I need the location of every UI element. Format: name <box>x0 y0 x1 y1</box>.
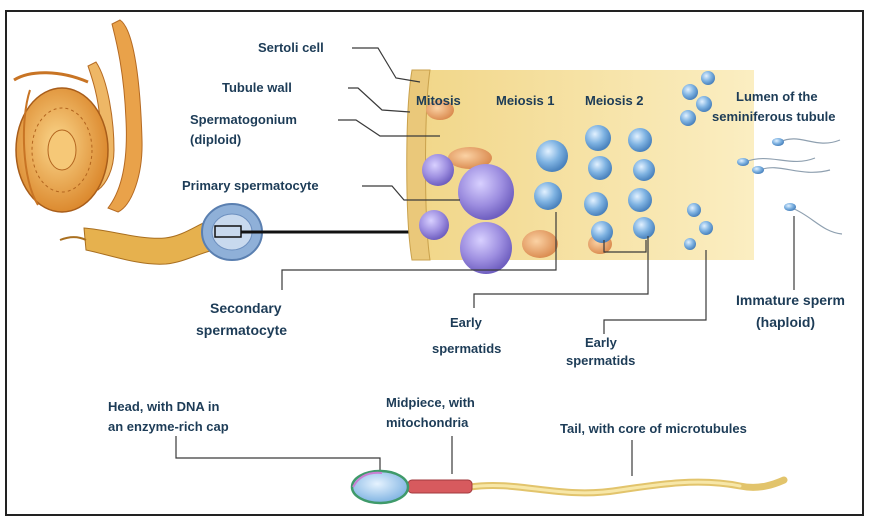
label-midpiece-line2: mitochondria <box>386 414 468 432</box>
sperm-midpiece <box>408 480 472 493</box>
label-immature-sperm-line2: (haploid) <box>756 312 815 332</box>
label-secondary-line1: Secondary <box>210 298 282 318</box>
label-early-spermatids-1-line1: Early <box>450 314 482 332</box>
label-early-spermatids-2-line1: Early <box>585 334 617 352</box>
label-tail: Tail, with core of microtubules <box>560 420 747 438</box>
label-primary-spermatocyte: Primary spermatocyte <box>182 177 319 195</box>
label-meiosis-1: Meiosis 1 <box>496 92 555 110</box>
label-lumen-line1: Lumen of the <box>736 88 818 106</box>
label-secondary-line2: spermatocyte <box>196 320 287 340</box>
label-lumen-line2: seminiferous tubule <box>712 108 836 126</box>
sperm-head <box>352 471 408 503</box>
label-immature-sperm-line1: Immature sperm <box>736 290 845 310</box>
label-diploid: (diploid) <box>190 131 241 149</box>
label-mitosis: Mitosis <box>416 92 461 110</box>
label-tubule-wall: Tubule wall <box>222 79 292 97</box>
label-early-spermatids-1-line2: spermatids <box>432 340 501 358</box>
label-sertoli-cell: Sertoli cell <box>258 39 324 57</box>
label-spermatogonium: Spermatogonium <box>190 111 297 129</box>
label-early-spermatids-2-line2: spermatids <box>566 352 635 370</box>
label-head-line2: an enzyme-rich cap <box>108 418 229 436</box>
label-head-line1: Head, with DNA in <box>108 398 219 416</box>
label-midpiece-line1: Midpiece, with <box>386 394 475 412</box>
label-meiosis-2: Meiosis 2 <box>585 92 644 110</box>
